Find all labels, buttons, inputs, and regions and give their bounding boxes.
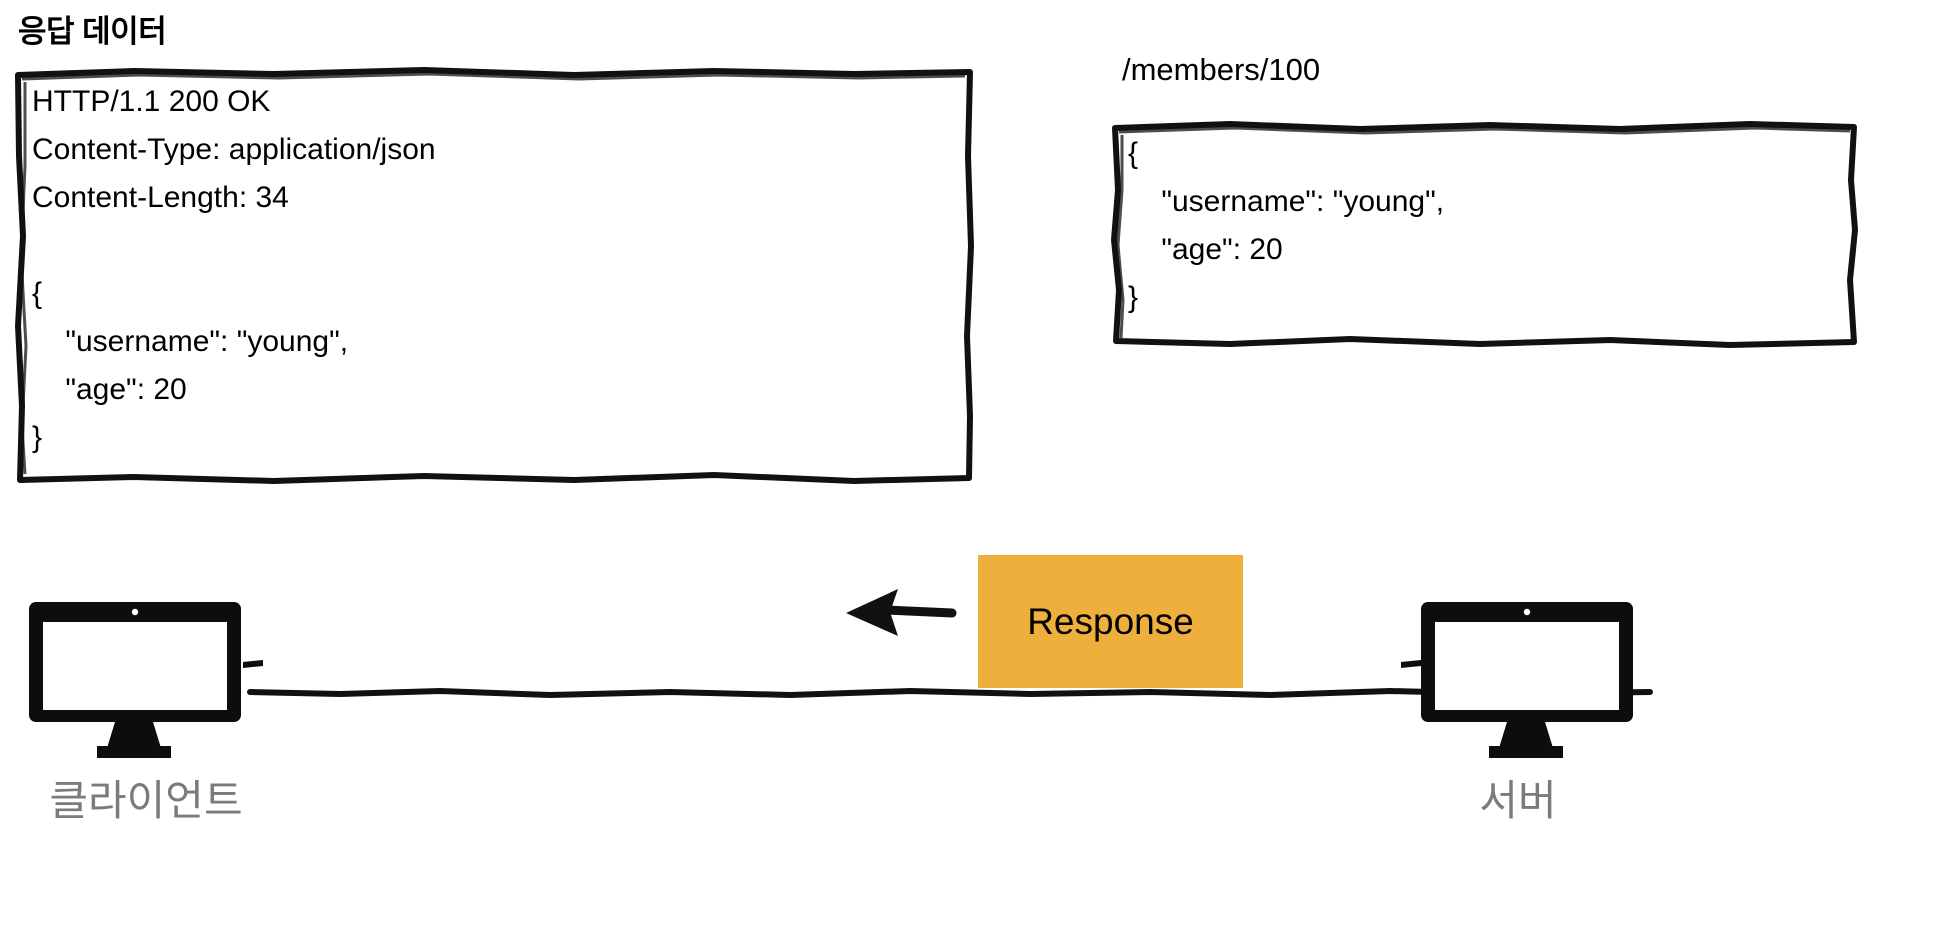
page-title: 응답 데이터 [18,14,167,49]
server-node-label: 서버 [1479,777,1557,824]
client-node: 클라이언트 [16,600,276,824]
monitor-icon [27,600,265,760]
json-payload-text: { "username": "young", "age": 20 } [1128,137,1445,314]
client-server-connection-line [247,672,1653,714]
endpoint-path-label: /members/100 [1122,52,1321,87]
client-node-label: 클라이언트 [49,777,243,824]
http-response-text: HTTP/1.1 200 OK Content-Type: applicatio… [32,85,436,454]
server-node: 서버 [1388,600,1648,824]
arrow-left-icon [840,583,960,645]
response-tag-label: Response [1027,600,1194,642]
response-flow-tag: Response [978,555,1243,688]
monitor-icon [1399,600,1637,760]
http-response-panel: HTTP/1.1 200 OK Content-Type: applicatio… [14,66,974,484]
json-payload-panel: { "username": "young", "age": 20 } [1110,120,1858,348]
